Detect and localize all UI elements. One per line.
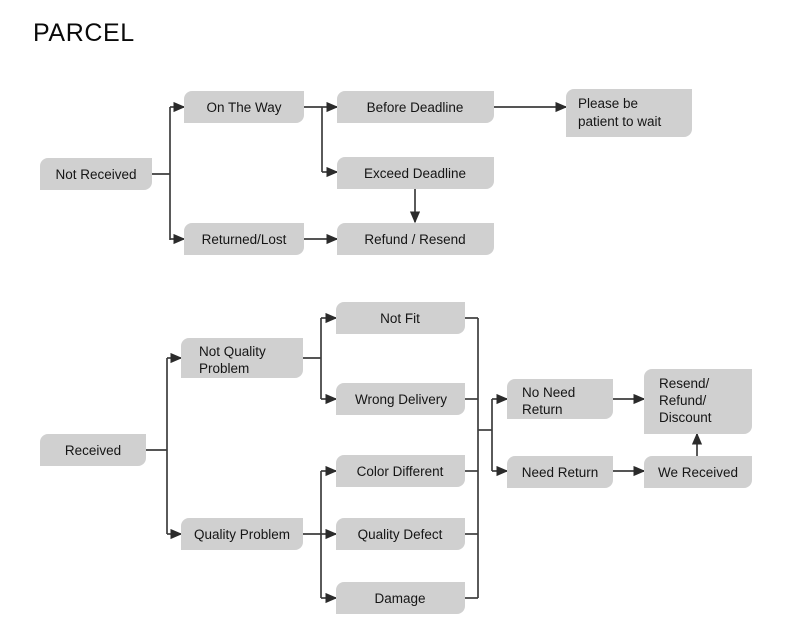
node-quality-defect[interactable]: Quality Defect <box>336 518 465 550</box>
page-title: PARCEL <box>33 19 135 47</box>
node-not-quality-problem-line1: Not Quality <box>199 344 266 359</box>
node-not-fit-label: Not Fit <box>380 311 420 326</box>
node-no-need-return-line1: No Need <box>522 385 575 400</box>
node-damage[interactable]: Damage <box>336 582 465 614</box>
node-need-return-label: Need Return <box>522 465 599 480</box>
node-we-received-label: We Received <box>658 465 738 480</box>
node-before-deadline-label: Before Deadline <box>367 100 464 115</box>
node-returned-lost[interactable]: Returned/Lost <box>184 223 304 255</box>
node-no-need-return-line2: Return <box>522 402 563 417</box>
node-please-be-patient-line1: Please be <box>578 96 638 111</box>
node-exceed-deadline-label: Exceed Deadline <box>364 166 466 181</box>
node-damage-label: Damage <box>374 591 425 606</box>
node-not-quality-problem-line2: Problem <box>199 361 249 376</box>
node-color-different[interactable]: Color Different <box>336 455 465 487</box>
node-resend-refund-discount-line2: Refund/ <box>659 393 707 408</box>
node-received-label: Received <box>65 443 121 458</box>
node-received[interactable]: Received <box>40 434 146 466</box>
node-not-received[interactable]: Not Received <box>40 158 152 190</box>
node-no-need-return[interactable]: No Need Return <box>507 379 613 419</box>
node-not-received-label: Not Received <box>55 167 136 182</box>
node-not-fit[interactable]: Not Fit <box>336 302 465 334</box>
node-before-deadline[interactable]: Before Deadline <box>337 91 494 123</box>
node-color-different-label: Color Different <box>357 464 444 479</box>
node-resend-refund-discount[interactable]: Resend/ Refund/ Discount <box>644 369 752 434</box>
node-resend-refund-discount-line1: Resend/ <box>659 376 710 391</box>
node-on-the-way-label: On The Way <box>206 100 281 115</box>
node-quality-problem[interactable]: Quality Problem <box>181 518 303 550</box>
node-we-received[interactable]: We Received <box>644 456 752 488</box>
node-refund-resend-label: Refund / Resend <box>364 232 465 247</box>
node-quality-defect-label: Quality Defect <box>358 527 443 542</box>
node-quality-problem-label: Quality Problem <box>194 527 290 542</box>
node-on-the-way[interactable]: On The Way <box>184 91 304 123</box>
node-wrong-delivery[interactable]: Wrong Delivery <box>336 383 465 415</box>
node-returned-lost-label: Returned/Lost <box>202 232 287 247</box>
node-exceed-deadline[interactable]: Exceed Deadline <box>337 157 494 189</box>
node-please-be-patient[interactable]: Please be patient to wait <box>566 89 692 137</box>
node-refund-resend[interactable]: Refund / Resend <box>337 223 494 255</box>
node-resend-refund-discount-line3: Discount <box>659 410 712 425</box>
node-please-be-patient-line2: patient to wait <box>578 114 662 129</box>
node-wrong-delivery-label: Wrong Delivery <box>355 392 447 407</box>
node-not-quality-problem[interactable]: Not Quality Problem <box>181 338 303 378</box>
node-need-return[interactable]: Need Return <box>507 456 613 488</box>
